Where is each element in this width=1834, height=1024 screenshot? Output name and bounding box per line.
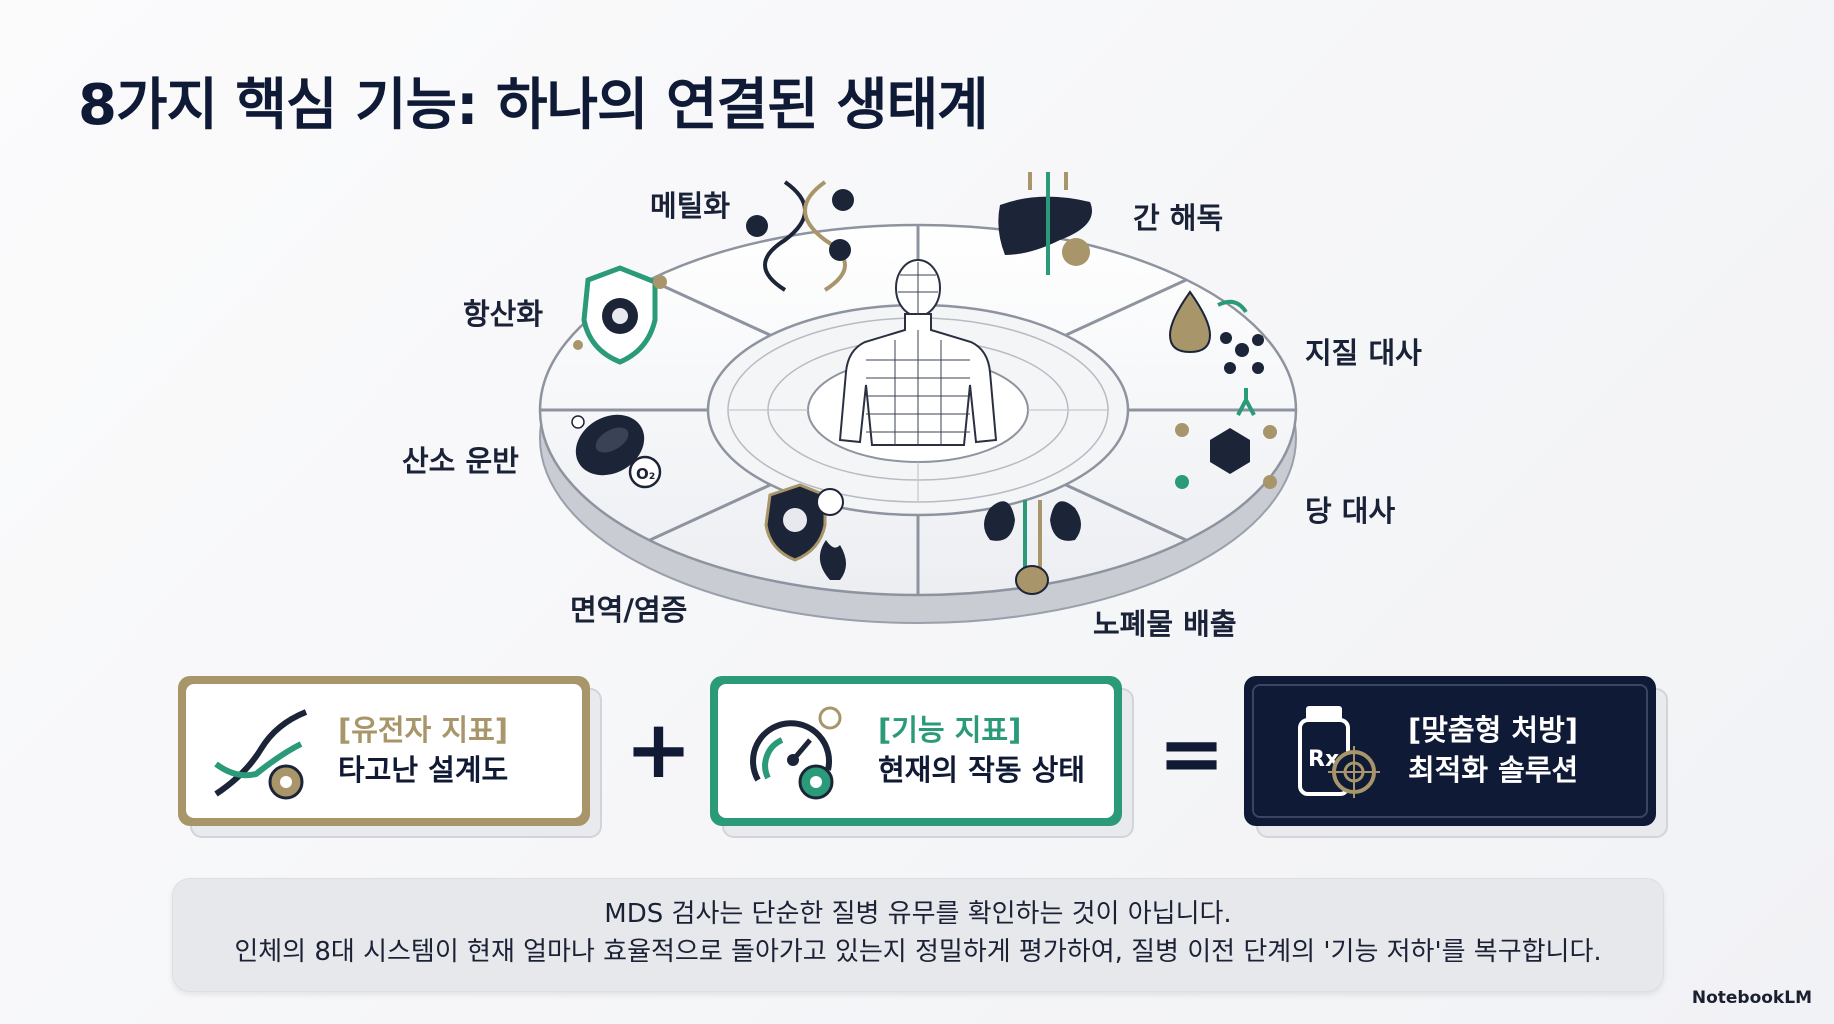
glucose-molecule-icon [1175, 388, 1277, 489]
label-immune: 면역/염증 [570, 593, 688, 627]
summary-line-1: MDS 검사는 단순한 질병 유무를 확인하는 것이 아닙니다. [604, 899, 1232, 929]
summary-line-2: 인체의 8대 시스템이 현재 얼마나 효율적으로 돌아가고 있는지 정밀하게 평… [234, 937, 1602, 967]
rx-bottle-icon: Rx [1298, 706, 1380, 798]
label-methylation: 메틸화 [650, 189, 731, 223]
genetic-card-title: [유전자 지표] [338, 713, 509, 747]
prescription-card-title: [맞춤형 처방] [1408, 713, 1579, 747]
prescription-card: Rx [맞춤형 처방] 최적화 솔루션 [1244, 676, 1668, 838]
page-title: 8가지 핵심 기능: 하나의 연결된 생태계 [78, 73, 989, 138]
shield-fire-icon [764, 483, 846, 580]
label-oxygen: 산소 운반 [402, 444, 519, 478]
liver-filter-icon [998, 172, 1092, 275]
human-body-icon [838, 259, 998, 446]
label-liver: 간 해독 [1133, 201, 1224, 235]
label-antioxidant: 항산화 [463, 297, 544, 331]
label-lipid: 지질 대사 [1305, 336, 1422, 370]
genetic-card-subtitle: 타고난 설계도 [338, 753, 509, 787]
prescription-card-subtitle: 최적화 솔루션 [1408, 753, 1579, 787]
summary-box: MDS 검사는 단순한 질병 유무를 확인하는 것이 아닙니다. 인체의 8대 … [172, 878, 1664, 992]
function-card-subtitle: 현재의 작동 상태 [878, 753, 1085, 787]
function-indicator-card: [기능 지표] 현재의 작동 상태 [710, 676, 1134, 838]
dna-methyl-icon [746, 180, 854, 292]
brand-watermark: NotebookLM [1691, 988, 1812, 1008]
label-glucose: 당 대사 [1305, 494, 1396, 528]
function-card-title: [기능 지표] [878, 713, 1022, 747]
fat-drop-icon [1168, 290, 1264, 374]
equals-operator: = [1158, 707, 1226, 800]
dna-gear-icon [214, 709, 308, 800]
red-blood-cell-icon: O₂ [571, 414, 662, 489]
svg-text:O₂: O₂ [636, 465, 655, 483]
plus-operator: + [625, 703, 693, 796]
gauge-gear-icon [750, 706, 842, 800]
shield-atom-icon [573, 265, 667, 365]
label-waste: 노폐물 배출 [1093, 607, 1237, 641]
genetic-indicator-card: [유전자 지표] 타고난 설계도 [178, 676, 602, 838]
kidney-icon [984, 500, 1081, 595]
